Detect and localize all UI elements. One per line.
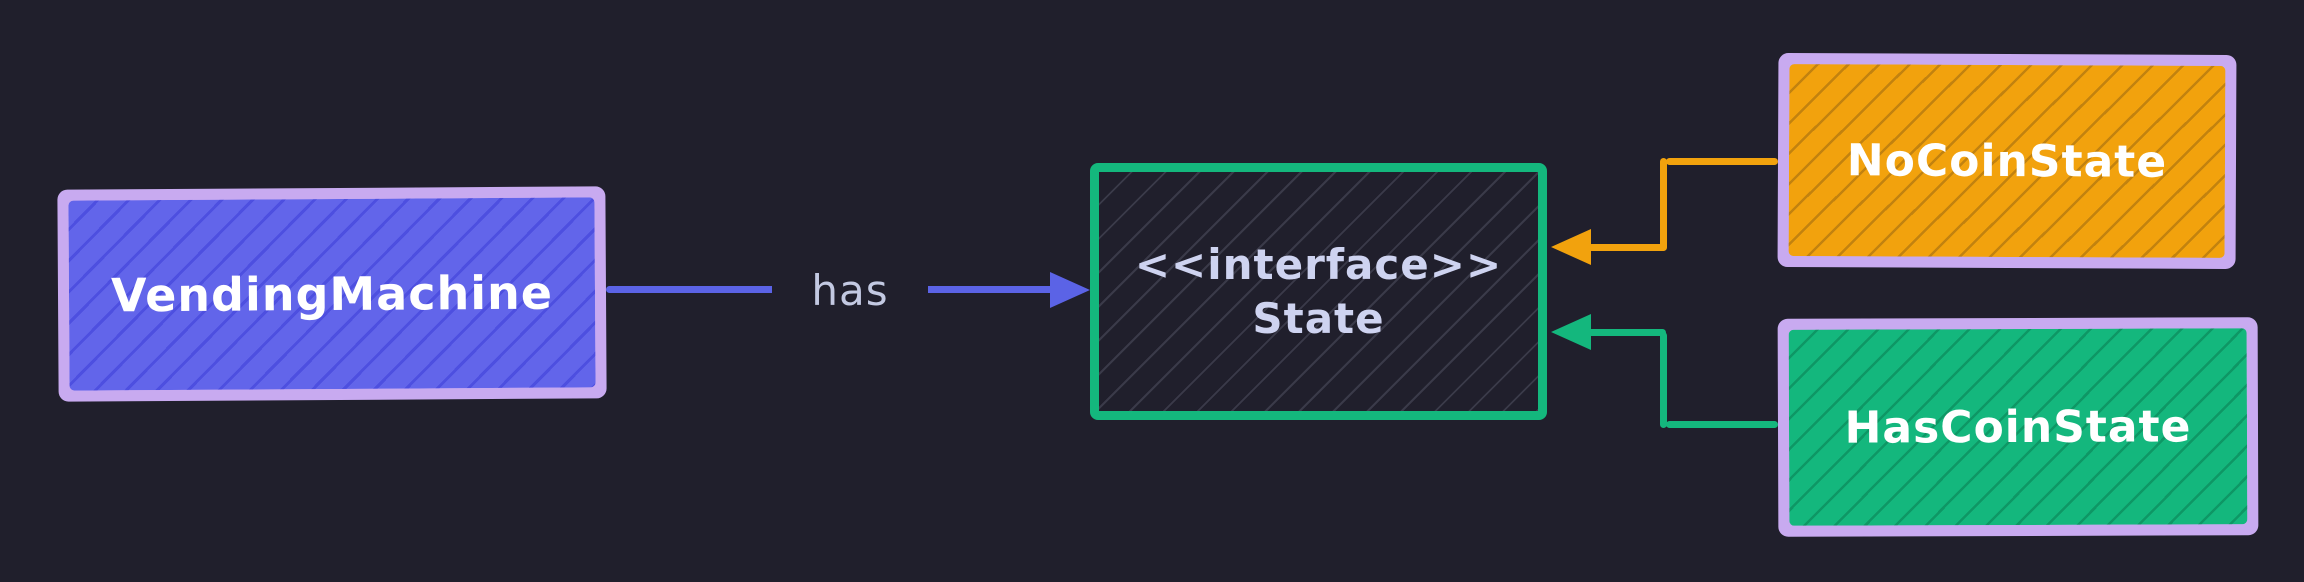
has-edge-label: has [772, 260, 928, 325]
hascoin-edge-segment-h2[interactable] [1588, 329, 1666, 336]
arrowhead-left-icon[interactable] [1551, 229, 1591, 265]
class-node-vendingmachine-fill: VendingMachine [68, 197, 596, 391]
nocoin-edge-segment-v[interactable] [1660, 158, 1667, 251]
class-node-nocoinstate-fill: NoCoinState [1788, 64, 2226, 258]
class-node-hascoinstate-label: HasCoinState [1844, 400, 2192, 454]
class-node-vendingmachine[interactable]: VendingMachine [57, 186, 607, 402]
interface-name-label: State [1252, 293, 1385, 343]
interface-stereotype-label: <<interface>> [1134, 239, 1503, 289]
interface-node-state[interactable]: <<interface>> State [1090, 163, 1547, 420]
class-node-hascoinstate[interactable]: HasCoinState [1777, 317, 2259, 537]
class-node-hascoinstate-fill: HasCoinState [1788, 328, 2248, 526]
hascoin-edge-segment-v[interactable] [1660, 332, 1667, 428]
class-node-nocoinstate-label: NoCoinState [1846, 134, 2168, 188]
class-node-vendingmachine-label: VendingMachine [110, 265, 554, 323]
class-node-nocoinstate[interactable]: NoCoinState [1777, 53, 2237, 269]
hascoin-edge-segment-h1[interactable] [1666, 421, 1778, 428]
nocoin-edge-segment-h2[interactable] [1588, 244, 1666, 251]
nocoin-edge-segment-h1[interactable] [1666, 158, 1778, 165]
arrowhead-right-icon[interactable] [1050, 272, 1090, 308]
arrowhead-left-icon[interactable] [1551, 314, 1591, 350]
